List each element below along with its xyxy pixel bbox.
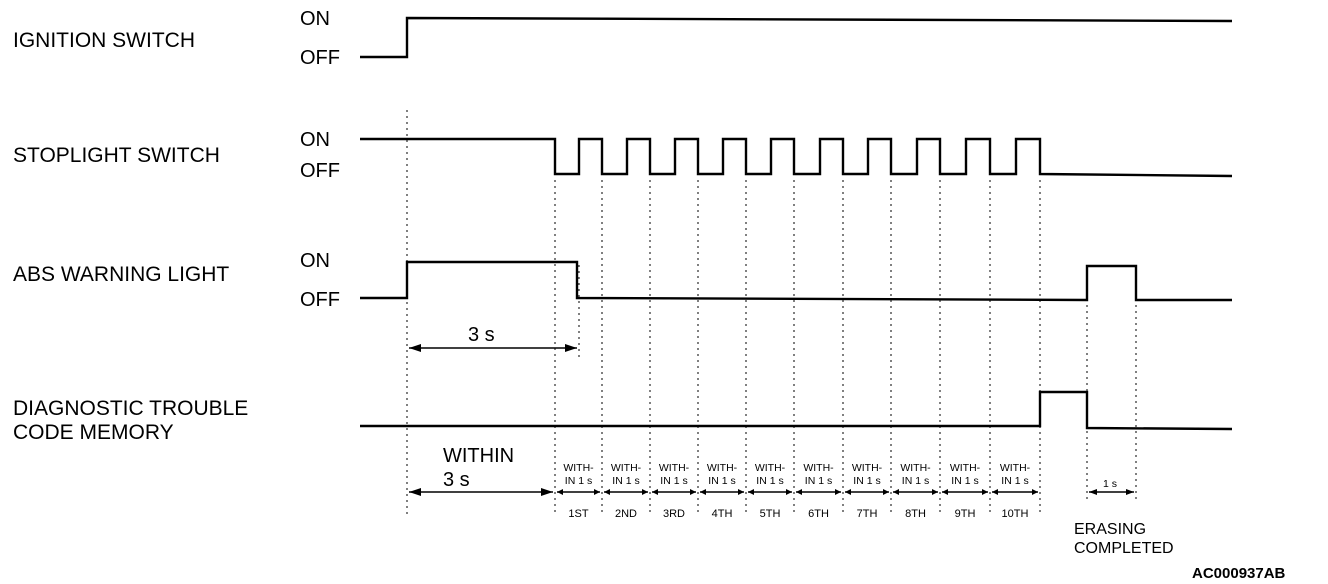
press-count-label: 4TH [712, 508, 733, 520]
arrowhead-right [642, 489, 648, 495]
arrowhead-right [594, 489, 600, 495]
arrowhead-left [557, 489, 563, 495]
stoplight-on-label: ON [300, 129, 330, 151]
press-count-label: 5TH [760, 508, 781, 520]
ignition-switch-waveform [360, 16, 1233, 59]
arrowhead-left [845, 489, 851, 495]
dtc-memory-label-line1: DIAGNOSTIC TROUBLE [13, 397, 248, 420]
arrowhead-right [932, 489, 938, 495]
within-one-second-interval: WITH-IN 1 s [942, 462, 988, 495]
press-count-label: 9TH [955, 508, 976, 520]
arrowhead-left [992, 489, 998, 495]
within-one-second-label-line2: IN 1 s [1001, 475, 1028, 487]
press-count-label: 6TH [808, 508, 829, 520]
within-one-second-label-line1: WITH- [659, 462, 690, 474]
within-one-second-label-line2: IN 1 s [708, 475, 735, 487]
stoplight-switch-label: STOPLIGHT SWITCH [13, 144, 220, 167]
press-count-label: 8TH [905, 508, 926, 520]
within-one-second-interval: WITH-IN 1 s [557, 462, 600, 495]
within-one-second-interval: WITH-IN 1 s [796, 462, 841, 495]
arrowhead-left [748, 489, 754, 495]
arrowhead-right [835, 489, 841, 495]
within-one-second-interval: WITH-IN 1 s [893, 462, 938, 495]
within-one-second-label-line1: WITH- [755, 462, 786, 474]
press-count-label: 10TH [1002, 508, 1029, 520]
arrowhead-right [738, 489, 744, 495]
within-label-line2: 3 s [443, 469, 470, 491]
within-one-second-label-line1: WITH- [852, 462, 883, 474]
within-one-second-label-line2: IN 1 s [902, 475, 929, 487]
press-count-label: 7TH [857, 508, 878, 520]
arrowhead-right [982, 489, 988, 495]
press-count-label: 2ND [615, 508, 637, 520]
abs-on-label: ON [300, 250, 330, 272]
within-one-second-label-line1: WITH- [707, 462, 738, 474]
within-one-second-interval: WITH-IN 1 s [748, 462, 792, 495]
stoplight-off-label: OFF [300, 160, 340, 182]
within-one-second-label-line1: WITH- [950, 462, 981, 474]
arrowhead-right [786, 489, 792, 495]
three-second-dimension: 3 s [409, 324, 577, 352]
abs-warning-light-label: ABS WARNING LIGHT [13, 263, 229, 286]
erasing-label-line2: COMPLETED [1074, 540, 1174, 557]
within-one-second-interval: WITH-IN 1 s [845, 462, 889, 495]
arrowhead-right [1032, 489, 1038, 495]
arrowhead-left [942, 489, 948, 495]
within-one-second-interval: WITH-IN 1 s [652, 462, 696, 495]
abs-warning-light-waveform [360, 260, 1232, 302]
within-one-second-label-line1: WITH- [900, 462, 931, 474]
figure-id: AC000937AB [1192, 565, 1286, 582]
within-one-second-label-line2: IN 1 s [951, 475, 978, 487]
arrowhead-left [652, 489, 658, 495]
within-one-second-label-line2: IN 1 s [612, 475, 639, 487]
within-one-second-interval: WITH-IN 1 s [992, 462, 1038, 495]
erasing-label-line1: ERASING [1074, 521, 1146, 538]
one-second-dimension: 1 s [1089, 478, 1134, 495]
press-count-label: 3RD [663, 508, 685, 520]
arrowhead-left [893, 489, 899, 495]
press-count-labels: 1ST 2ND 3RD 4TH 5TH 6TH 7TH 8TH 9TH 10TH [568, 508, 1028, 520]
ignition-switch-label: IGNITION SWITCH [13, 29, 195, 52]
ignition-off-label: OFF [300, 47, 340, 69]
arrowhead-left [796, 489, 802, 495]
arrowhead-right [883, 489, 889, 495]
guide-lines [406, 110, 1137, 515]
within-one-second-label-line2: IN 1 s [660, 475, 687, 487]
within-one-second-interval: WITH-IN 1 s [700, 462, 744, 495]
abs-off-label: OFF [300, 289, 340, 311]
within-label-line1: WITHIN [443, 445, 514, 467]
one-second-label: 1 s [1103, 478, 1117, 490]
within-one-second-interval: WITH-IN 1 s [604, 462, 648, 495]
dtc-memory-waveform [360, 390, 1233, 431]
dtc-memory-label-line2: CODE MEMORY [13, 421, 174, 444]
arrowhead-left [604, 489, 610, 495]
within-one-second-label-line2: IN 1 s [853, 475, 880, 487]
within-one-second-label-line1: WITH- [563, 462, 594, 474]
stoplight-switch-waveform [360, 137, 1233, 178]
within-one-second-label-line1: WITH- [803, 462, 834, 474]
within-one-second-label-line1: WITH- [611, 462, 642, 474]
arrowhead-right [690, 489, 696, 495]
within-one-second-label-line2: IN 1 s [565, 475, 592, 487]
three-seconds-label: 3 s [468, 324, 495, 346]
arrowhead-left [700, 489, 706, 495]
within-one-second-label-line1: WITH- [1000, 462, 1031, 474]
press-count-label: 1ST [568, 508, 588, 520]
ignition-on-label: ON [300, 8, 330, 30]
within-one-second-label-line2: IN 1 s [805, 475, 832, 487]
within-one-second-label-line2: IN 1 s [756, 475, 783, 487]
within-three-seconds-dimension: WITHIN 3 s [409, 445, 553, 496]
